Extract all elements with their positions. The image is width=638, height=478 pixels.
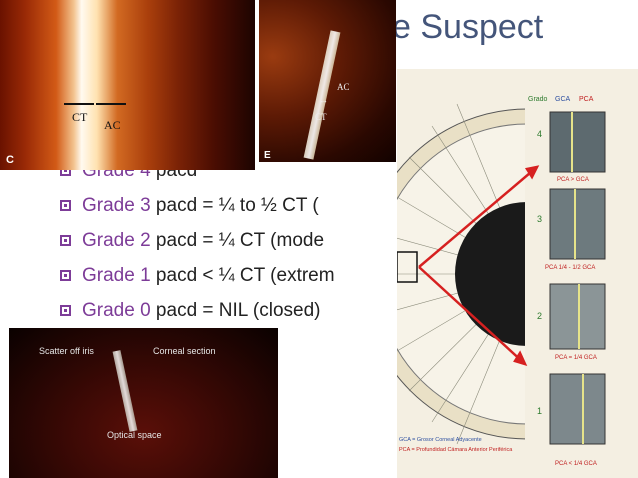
grade-caption: PCA < 1/4 GCA: [555, 461, 597, 467]
ac-label: AC: [337, 82, 350, 92]
grade-text: pacd = ¼ to ½ CT (: [150, 195, 319, 216]
grade-caption: PCA = 1/4 GCA: [555, 355, 597, 361]
ct-arrow: [64, 103, 94, 105]
legend-gca: GCA = Grosor Corneal Adyacente: [399, 437, 482, 443]
arrows: ↔: [319, 95, 328, 105]
bullet-icon: [60, 305, 71, 316]
header-pca: PCA: [579, 96, 594, 103]
grade-caption: PCA > GCA: [557, 177, 589, 183]
bullet-icon: [60, 200, 71, 211]
grade-caption: PCA 1/4 - 1/2 GCA: [545, 265, 595, 271]
grade-3-image: [549, 188, 606, 260]
header-grado: Grado: [528, 96, 548, 103]
slit-lamp-photo-bottom: Scatter off iris Corneal section Optical…: [9, 328, 278, 478]
grade-number: 1: [537, 406, 542, 416]
slit-lamp-photo-c: CT AC C: [0, 0, 255, 170]
ct-label: CT: [72, 110, 88, 124]
scatter-label: Scatter off iris: [39, 346, 94, 356]
grade-list: Grade 4 pacd Grade 3 pacd = ¼ to ½ CT ( …: [60, 153, 335, 328]
photo-label: C: [6, 154, 14, 166]
header-gca: GCA: [555, 96, 571, 103]
grade-text: pacd < ¼ CT (extrem: [150, 265, 335, 286]
slit-lamp-photo-e: AC CT ↔ E: [259, 0, 396, 162]
red-arrows: [418, 165, 540, 366]
zoom-box: [397, 251, 418, 283]
grade-text: pacd = ¼ CT (mode: [150, 230, 325, 251]
list-item: Grade 1 pacd < ¼ CT (extrem: [60, 258, 335, 293]
grade-label: Grade 3: [82, 195, 151, 216]
ac-label: AC: [104, 118, 121, 132]
van-herick-diagram: Grado GCA PCA 4 3 2 1 PCA > GCA PCA 1/4 …: [397, 69, 638, 478]
grade-images: [549, 111, 606, 445]
grade-number: 4: [537, 129, 542, 139]
grade-text: pacd = NIL (closed): [150, 300, 321, 321]
grade-1-image: [549, 373, 606, 445]
ct-label: CT: [315, 112, 327, 122]
grade-number: 2: [537, 311, 542, 321]
corneal-label: Corneal section: [153, 346, 216, 356]
bullet-icon: [60, 270, 71, 281]
ac-arrow: [96, 103, 126, 105]
grade-2-image: [549, 283, 606, 350]
list-item: Grade 3 pacd = ¼ to ½ CT (: [60, 188, 335, 223]
grade-4-image: [549, 111, 606, 173]
slit-beam: [112, 350, 138, 432]
grade-label: Grade 2: [82, 230, 151, 251]
legend-pca: PCA = Profundidad Cámara Anterior Perifé…: [399, 447, 513, 453]
grade-label: Grade 1: [82, 265, 151, 286]
eye-diagram-svg: Grado GCA PCA 4 3 2 1 PCA > GCA PCA 1/4 …: [397, 69, 638, 478]
list-item: Grade 0 pacd = NIL (closed): [60, 293, 335, 328]
slide-title: e Suspect: [392, 8, 544, 46]
bullet-icon: [60, 235, 71, 246]
grade-number: 3: [537, 214, 542, 224]
grade-label: Grade 0: [82, 300, 151, 321]
photo-label: E: [264, 150, 271, 161]
optical-label: Optical space: [107, 430, 162, 440]
list-item: Grade 2 pacd = ¼ CT (mode: [60, 223, 335, 258]
